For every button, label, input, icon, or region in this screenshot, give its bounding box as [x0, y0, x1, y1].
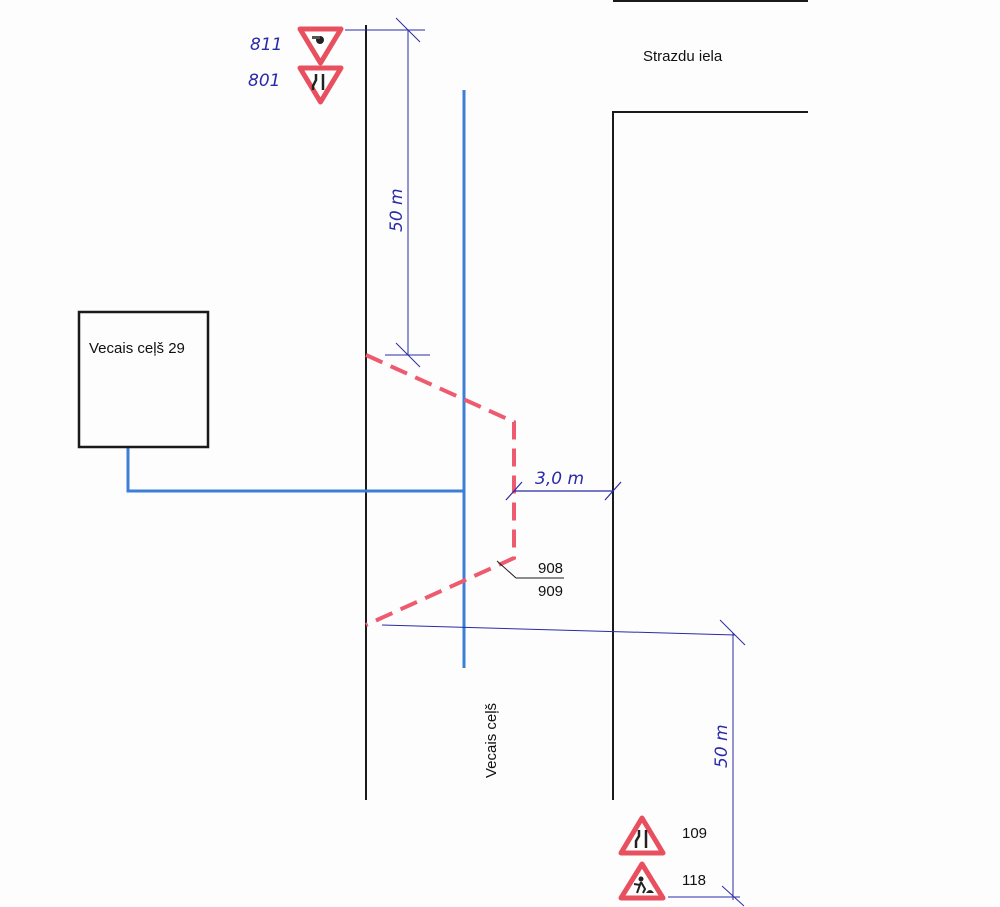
utility-service-connection	[126, 447, 464, 493]
sign-109: 109	[618, 815, 707, 856]
sign-code: 811	[250, 35, 282, 55]
sign-code: 118	[682, 872, 706, 889]
dimension-tick	[395, 342, 421, 368]
right-road-edge	[612, 111, 808, 800]
dimension-tick	[721, 885, 745, 907]
top-length-label: 50 m	[387, 188, 407, 232]
dimension-extension	[381, 624, 736, 636]
street-label-strazdu-iela: Strazdu iela	[643, 48, 723, 65]
barrier-code-bottom: 909	[538, 583, 563, 600]
lane-width-label: 3,0 m	[535, 469, 584, 489]
yield-roadwork-sign-icon	[297, 26, 344, 66]
road-narrows-sign-icon	[618, 815, 666, 856]
building-box	[77, 310, 210, 449]
sign-811: 811	[250, 26, 344, 66]
sign-code: 801	[248, 71, 280, 91]
building-label: Vecais ceļš 29	[89, 340, 185, 357]
dimension-tick	[505, 481, 523, 501]
dimension-tick	[719, 619, 746, 646]
sign-801: 801	[248, 65, 344, 105]
street-label-vecais-cels: Vecais ceļš	[483, 703, 500, 778]
barrier-code-top: 908	[538, 560, 563, 577]
dimension-tick	[604, 481, 622, 501]
bottom-length-label: 50 m	[712, 724, 732, 768]
barrier-leader	[496, 560, 517, 579]
sign-118: 118	[618, 861, 706, 901]
dimension-tick	[395, 17, 421, 43]
work-zone-barrier	[365, 353, 516, 627]
sign-code: 109	[682, 825, 707, 842]
yield-narrowing-sign-icon	[297, 65, 344, 105]
